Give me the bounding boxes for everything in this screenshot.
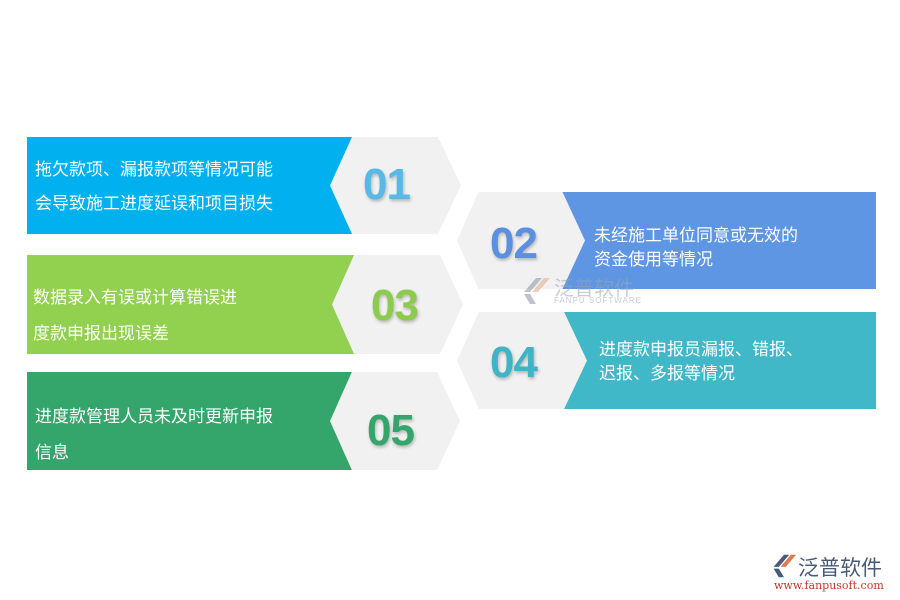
item-04-line-1: 进度款申报员漏报、错报、 <box>599 340 803 360</box>
item-01-line-2: 会导致施工进度延误和项目损失 <box>35 194 273 214</box>
item-04-number: 04 <box>490 338 538 387</box>
item-02-line-2: 资金使用等情况 <box>594 250 713 270</box>
fanpu-logo-icon <box>524 278 550 304</box>
logo-url: www.fanpusoft.com <box>774 579 884 592</box>
item-02-number: 02 <box>490 219 538 268</box>
item-04-line-2: 迟报、多报等情况 <box>599 364 735 384</box>
item-05-bar <box>27 372 367 470</box>
item-03-line-2: 度款申报出现误差 <box>33 324 169 344</box>
brand-logo: 泛普软件 www.fanpusoft.com <box>770 552 895 592</box>
item-03-hexagon <box>332 255 463 354</box>
item-02-bar <box>540 192 876 289</box>
watermark-subtitle: FANPU SOFTWARE <box>554 296 642 305</box>
logo-name: 泛普软件 <box>798 556 882 580</box>
item-05-hexagon <box>330 372 460 470</box>
item-04-bar <box>540 312 876 409</box>
item-03-number: 03 <box>371 281 419 330</box>
item-01-number: 01 <box>363 160 411 209</box>
item-04-hexagon <box>457 312 587 409</box>
item-05-number: 05 <box>367 406 415 455</box>
item-05-line-1: 进度款管理人员未及时更新申报 <box>35 407 273 427</box>
watermark: 泛普软件 FANPU SOFTWARE <box>520 274 650 310</box>
item-03-bar <box>27 255 367 354</box>
item-05-line-2: 信息 <box>35 443 69 463</box>
watermark-name: 泛普软件 <box>554 276 634 300</box>
item-03-line-1: 数据录入有误或计算错误进 <box>33 288 237 308</box>
item-01-hexagon <box>330 137 461 234</box>
item-01-line-1: 拖欠款项、漏报款项等情况可能 <box>35 160 273 180</box>
item-02-hexagon <box>457 192 585 289</box>
item-01-bar <box>27 137 367 234</box>
fanpu-logo-icon <box>773 554 797 578</box>
item-02-line-1: 未经施工单位同意或无效的 <box>594 226 798 246</box>
